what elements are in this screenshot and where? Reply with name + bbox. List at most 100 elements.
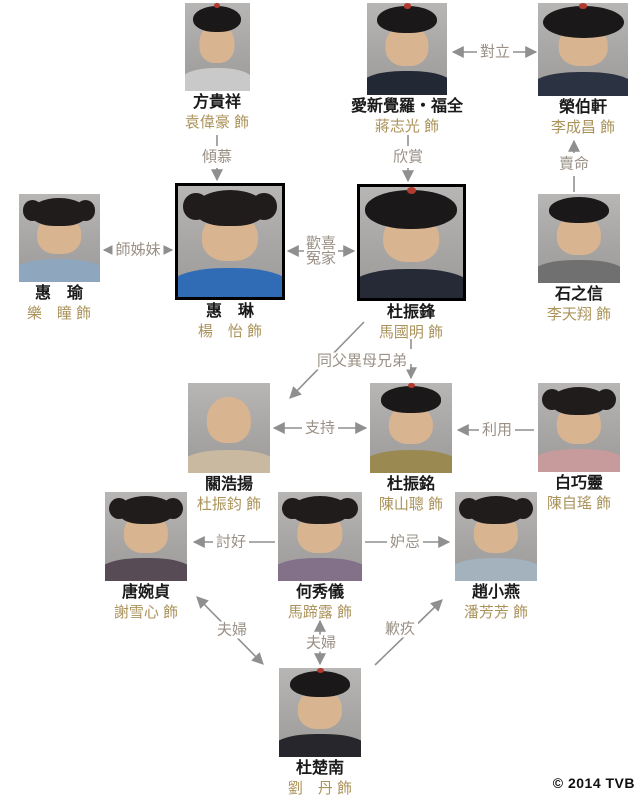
person-hui-lin: 惠 琳 楊 怡 飾 (150, 183, 310, 340)
body-shape (359, 269, 463, 298)
body-shape (538, 71, 628, 96)
actor-name: 潘芳芳 飾 (463, 604, 529, 621)
hair-shape (109, 495, 183, 525)
portrait-fu-quan (367, 3, 447, 95)
character-name: 惠 瑜 (34, 285, 83, 302)
hat-shape (289, 670, 351, 698)
body-shape (278, 557, 362, 581)
character-name: 榮伯軒 (558, 99, 607, 116)
hat-shape (380, 385, 442, 413)
hair-shape (22, 197, 96, 226)
relation-label-brothers: 同父異母兄弟 (313, 352, 411, 370)
hair-shape (459, 495, 533, 525)
hat-knot (579, 3, 588, 9)
hat-knot (403, 3, 411, 9)
body-shape (279, 733, 361, 757)
body-shape (538, 259, 620, 283)
portrait-du-zhen-feng (356, 184, 466, 301)
portrait-bai-qiao-ling (538, 383, 620, 472)
person-hui-yu: 惠 瑜 樂 瞳 飾 (0, 194, 139, 322)
person-bai-qiao-ling: 白巧靈 陳自瑤 飾 (499, 383, 640, 512)
character-name: 石之信 (554, 286, 603, 303)
hat-knot (406, 187, 417, 194)
character-name: 關浩揚 (204, 476, 253, 493)
body-shape (367, 71, 447, 95)
body-shape (538, 448, 620, 472)
character-name: 趙小燕 (471, 584, 520, 601)
copyright-text: © 2014 TVB (552, 775, 635, 791)
person-zhao-xiao-yan: 趙小燕 潘芳芳 飾 (416, 492, 576, 621)
portrait-du-zhen-ming (370, 383, 452, 473)
portrait-du-chu-nan (279, 668, 361, 757)
actor-name: 樂 瞳 飾 (26, 305, 92, 322)
relation-label-taohao: 討好 (212, 533, 250, 551)
portrait-guan-hao-yang (188, 383, 270, 473)
actor-name: 馬蹄露 飾 (287, 604, 353, 621)
character-name: 方貴祥 (192, 94, 241, 111)
character-name: 杜振鋒 (386, 304, 435, 321)
hat-knot (316, 668, 325, 674)
body-shape (178, 268, 282, 297)
character-name: 惠 琳 (205, 303, 254, 320)
actor-name: 李成昌 飾 (550, 119, 616, 136)
actor-name: 陳自瑤 飾 (546, 495, 612, 512)
hat-shape (192, 5, 242, 33)
relation-label-fufu-center: 夫婦 (302, 634, 340, 652)
person-tang-wan-zhen: 唐婉貞 謝雪心 飾 (66, 492, 226, 621)
person-rong-bo-xuan: 榮伯軒 李成昌 飾 (503, 3, 640, 136)
character-name: 愛新覺羅・福全 (350, 98, 463, 115)
actor-name: 謝雪心 飾 (113, 604, 179, 621)
relation-label-liyong: 利用 (478, 421, 516, 439)
person-du-chu-nan: 杜楚南 劉 丹 飾 (240, 668, 400, 797)
hair-shape (183, 190, 277, 226)
relation-label-huanxi-yuanjia: 歡喜冤家 (304, 235, 338, 267)
relation-label-shizimei: 師姊妹 (112, 241, 164, 259)
person-he-xiu-yi: 何秀儀 馬蹄露 飾 (240, 492, 400, 621)
character-name: 杜楚南 (295, 760, 344, 777)
portrait-tang-wan-zhen (105, 492, 187, 581)
actor-name: 杜振鈞 飾 (196, 496, 262, 513)
hair-shape (282, 495, 358, 525)
hat-shape (377, 5, 437, 34)
body-shape (184, 68, 250, 91)
portrait-fang-gui-xiang (184, 3, 250, 91)
actor-name: 楊 怡 飾 (197, 323, 263, 340)
portrait-shi-zhi-xin (538, 194, 620, 283)
character-name: 何秀儀 (295, 584, 344, 601)
actor-name: 蔣志光 飾 (374, 118, 440, 135)
relation-label-zhichi: 支持 (301, 419, 339, 437)
relation-label-qingmu: 傾慕 (198, 148, 236, 166)
relation-label-xinshang: 欣賞 (389, 148, 427, 166)
hat-shape (364, 190, 458, 230)
portrait-rong-bo-xuan (538, 3, 628, 96)
portrait-he-xiu-yi (278, 492, 362, 581)
actor-name: 袁偉豪 飾 (184, 114, 250, 131)
portrait-hui-lin (175, 183, 285, 300)
face-shape (206, 396, 252, 444)
hat-shape (542, 5, 624, 39)
actor-name: 馬國明 飾 (378, 324, 444, 341)
person-guan-hao-yang: 關浩揚 杜振鈞 飾 (149, 383, 309, 513)
body-shape (188, 449, 270, 473)
person-shi-zhi-xin: 石之信 李天翔 飾 (499, 194, 640, 323)
portrait-zhao-xiao-yan (455, 492, 537, 581)
hat-knot (407, 383, 416, 389)
body-shape (455, 557, 537, 581)
actor-name: 劉 丹 飾 (287, 780, 353, 797)
relation-label-qianjiu: 歉疚 (381, 620, 419, 638)
person-du-zhen-ming: 杜振銘 陳山聰 飾 (331, 383, 491, 513)
person-fang-gui-xiang: 方貴祥 袁偉豪 飾 (137, 3, 297, 131)
relation-label-duji: 妒忌 (386, 533, 424, 551)
character-name: 杜振銘 (386, 476, 435, 493)
body-shape (18, 259, 100, 282)
character-name: 唐婉貞 (121, 584, 170, 601)
hat-shape (548, 196, 610, 224)
actor-name: 李天翔 飾 (546, 306, 612, 323)
body-shape (105, 557, 187, 581)
person-du-zhen-feng: 杜振鋒 馬國明 飾 (331, 184, 491, 341)
relation-label-duili: 對立 (476, 43, 514, 61)
character-name: 白巧靈 (554, 475, 603, 492)
hat-knot (214, 3, 221, 9)
portrait-hui-yu (18, 194, 100, 282)
